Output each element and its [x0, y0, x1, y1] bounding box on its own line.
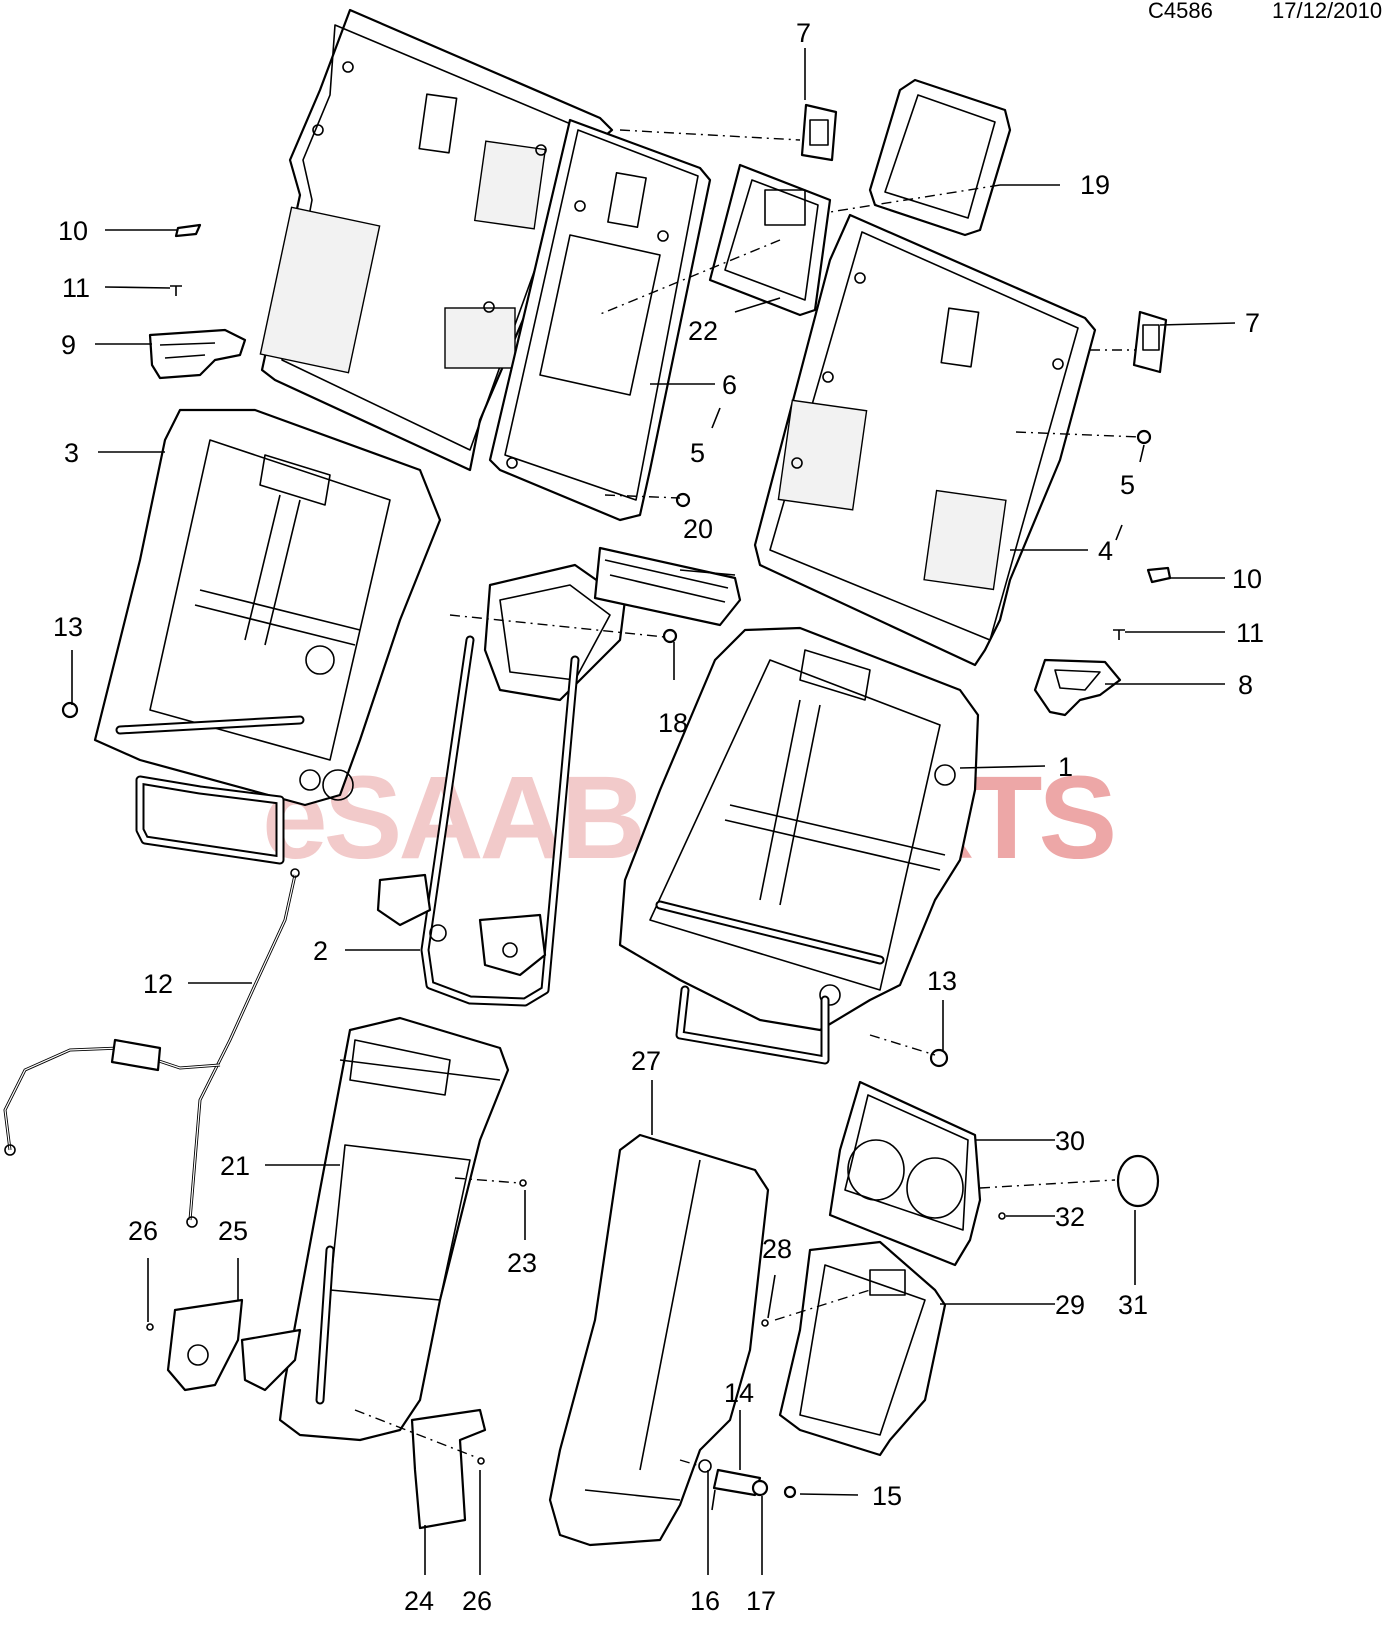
cup-holder-frame — [778, 1240, 947, 1457]
callout-18: 18 — [658, 708, 688, 738]
trim-cover — [708, 163, 832, 317]
callout-29: 29 — [1055, 1290, 1085, 1320]
callout-5-right: 5 — [1120, 470, 1135, 500]
headrest-guide-right — [1033, 658, 1122, 717]
callout-26-bottom: 26 — [462, 1586, 492, 1616]
callout-26-left: 26 — [128, 1216, 158, 1246]
backrest-frame-center — [376, 563, 627, 1007]
callout-10-left: 10 — [58, 216, 88, 246]
callout-2: 2 — [313, 936, 328, 966]
callout-4: 4 — [1098, 536, 1113, 566]
callout-24: 24 — [404, 1586, 434, 1616]
release-cable — [3, 868, 300, 1228]
leader-lines — [71, 48, 1236, 1575]
screw-center — [662, 628, 678, 644]
callout-13-right: 13 — [927, 966, 957, 996]
mount-plate — [410, 1408, 487, 1530]
backrest-panel-right — [753, 213, 1097, 667]
callout-7-top: 7 — [796, 18, 811, 48]
callout-12: 12 — [143, 969, 173, 999]
screw-left — [61, 701, 79, 719]
headrest-guide-left — [148, 328, 247, 380]
backrest-frame-right — [618, 626, 980, 1065]
screw-right — [929, 1048, 949, 1068]
armrest-cushion — [548, 1133, 770, 1547]
callout-8: 8 — [1238, 670, 1253, 700]
callout-32: 32 — [1055, 1202, 1085, 1232]
hinge-bracket — [240, 1328, 302, 1392]
hinge-pin-assembly — [698, 1459, 797, 1511]
callout-14: 14 — [724, 1378, 754, 1408]
callout-23: 23 — [507, 1248, 537, 1278]
pin-32 — [998, 1212, 1006, 1220]
trim-frame — [868, 78, 1012, 237]
callout-10-right: 10 — [1232, 564, 1262, 594]
callout-13-left: 13 — [53, 612, 83, 642]
callout-1: 1 — [1058, 752, 1073, 782]
backrest-panel-center — [488, 118, 712, 522]
lock-clip-upper — [800, 103, 838, 162]
callout-16: 16 — [690, 1586, 720, 1616]
nut-right — [1136, 429, 1152, 445]
callout-7-right: 7 — [1245, 308, 1260, 338]
callout-25: 25 — [218, 1216, 248, 1246]
callout-30: 30 — [1055, 1126, 1085, 1156]
diagram-code: C4586 — [1148, 0, 1213, 23]
callout-21: 21 — [220, 1151, 250, 1181]
small-pin-left — [170, 285, 182, 296]
diagram-date: 17/12/2010 — [1272, 0, 1382, 23]
callout-9: 9 — [61, 330, 76, 360]
cap-disc — [1116, 1154, 1160, 1208]
callout-15: 15 — [872, 1481, 902, 1511]
callout-19: 19 — [1080, 170, 1110, 200]
hinge-cover — [166, 1298, 244, 1392]
callout-6: 6 — [722, 370, 737, 400]
callout-3: 3 — [64, 438, 79, 468]
callout-labels: 7 19 10 11 9 22 7 6 3 5 5 20 4 10 11 13 … — [53, 18, 1264, 1616]
callout-28: 28 — [762, 1234, 792, 1264]
small-clip-right — [1146, 566, 1172, 584]
pin-23 — [519, 1179, 527, 1187]
small-clip-left — [174, 223, 202, 238]
small-pin-right — [1113, 629, 1125, 640]
callout-31: 31 — [1118, 1290, 1148, 1320]
callout-27: 27 — [631, 1046, 661, 1076]
backrest-frame-left — [93, 408, 442, 865]
callout-11-left: 11 — [62, 273, 90, 303]
cup-holder — [828, 1080, 982, 1267]
pin-26-right — [477, 1457, 485, 1465]
pin-28 — [761, 1319, 769, 1327]
callout-22: 22 — [688, 316, 718, 346]
pin-26-left — [146, 1323, 154, 1331]
callout-20: 20 — [683, 514, 713, 544]
lock-clip-right — [1132, 310, 1168, 374]
nut-center — [675, 492, 691, 508]
callout-17: 17 — [746, 1586, 776, 1616]
callout-5-center: 5 — [690, 438, 705, 468]
armrest-frame — [278, 1016, 510, 1442]
callout-11-right: 11 — [1236, 618, 1264, 648]
backrest-panel-large — [259, 8, 614, 472]
